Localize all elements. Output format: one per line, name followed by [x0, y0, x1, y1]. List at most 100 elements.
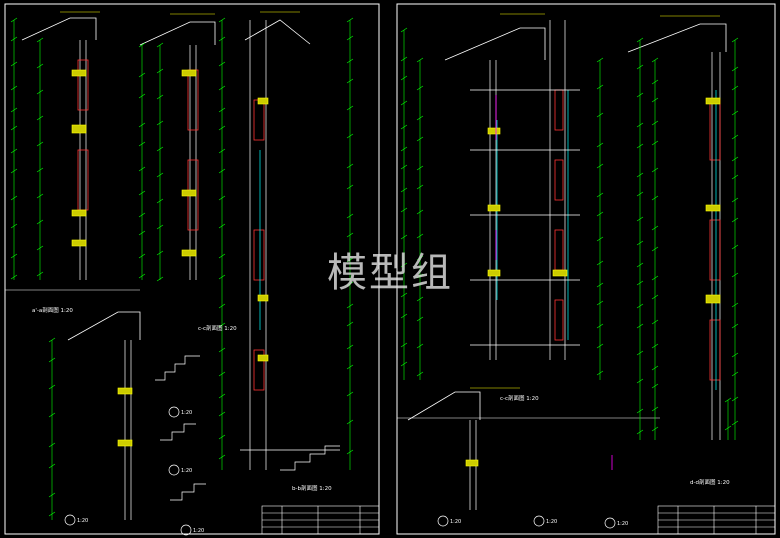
dimension-tick	[218, 17, 226, 23]
dimension-tick	[346, 449, 354, 455]
stair-details	[155, 355, 340, 501]
dimension-tick	[48, 357, 56, 363]
dimension-tick	[400, 27, 408, 33]
dimension-tick	[400, 146, 408, 152]
dimension-tick	[218, 411, 226, 417]
dimension-tick	[416, 209, 424, 215]
dimension-tick	[651, 426, 659, 432]
dimension-tick	[636, 323, 644, 329]
dimension-tick	[48, 492, 56, 498]
dimension-tick	[36, 271, 44, 277]
dimension-tick	[346, 58, 354, 64]
dimension-tick	[138, 230, 146, 236]
dimension-tick	[416, 115, 424, 121]
dimension-tick	[636, 262, 644, 268]
dimension-tick	[48, 511, 56, 517]
dimension-tick	[156, 68, 164, 74]
dimension-tick	[596, 300, 604, 306]
dimension-tick	[731, 217, 739, 223]
dimension-tick	[651, 79, 659, 85]
wall-lines	[79, 20, 721, 520]
dimension-tick	[731, 156, 739, 162]
label-detail-5: 1:20	[77, 518, 88, 524]
dimension-tick	[138, 166, 146, 172]
dimension-tick	[156, 42, 164, 48]
dimension-tick	[10, 195, 18, 201]
dimension-tick	[651, 120, 659, 126]
label-detail-2: 1:20	[181, 468, 192, 474]
dimension-tick	[636, 191, 644, 197]
dimension-tick	[596, 57, 604, 63]
dimension-tick	[731, 272, 739, 278]
dimension-tick	[48, 412, 56, 418]
label-left-top: a'-a剖面图 1:20	[32, 306, 73, 314]
dimension-tick	[10, 168, 18, 174]
dimension-tick	[10, 85, 18, 91]
leader-lines	[60, 11, 720, 389]
dimension-tick	[731, 244, 739, 250]
label-detail-1: 1:20	[181, 410, 192, 416]
dimension-tick	[400, 361, 408, 367]
dimension-tick	[651, 140, 659, 146]
dimension-tick	[156, 198, 164, 204]
dimension-tick	[346, 303, 354, 309]
dimension-tick	[10, 17, 18, 23]
dimension-tick	[400, 100, 408, 106]
dimension-tick	[36, 89, 44, 95]
dimension-tick	[416, 165, 424, 171]
dimension-tick	[218, 434, 226, 440]
accent-marks	[495, 95, 613, 470]
dimension-tick	[156, 172, 164, 178]
dimension-tick	[596, 142, 604, 148]
dimension-tick	[346, 232, 354, 238]
dimension-tick	[636, 350, 644, 356]
dimension-tick	[346, 184, 354, 190]
dimension-tick	[731, 66, 739, 72]
dimension-tick	[218, 371, 226, 377]
dimension-tick	[651, 246, 659, 252]
dimension-tick	[346, 391, 354, 397]
dimension-tick	[138, 253, 146, 259]
wall-hatch	[77, 59, 721, 391]
floor-slabs	[240, 89, 580, 451]
dimension-tick	[651, 294, 659, 300]
dimension-tick	[36, 141, 44, 147]
dimension-tick	[651, 343, 659, 349]
label-right-detail-2: 1:20	[546, 519, 557, 525]
dimension-tick	[10, 223, 18, 229]
dimension-tick	[346, 35, 354, 41]
dimension-tick	[731, 371, 739, 377]
dimension-tick	[636, 64, 644, 70]
dimension-tick	[48, 337, 56, 343]
dimension-tick	[416, 316, 424, 322]
dimension-tick	[596, 343, 604, 349]
dimension-tick	[156, 94, 164, 100]
dimension-tick	[218, 322, 226, 328]
dimension-tick	[596, 236, 604, 242]
dimension-tick	[400, 164, 408, 170]
dimension-tick	[346, 321, 354, 327]
dimension-tick	[636, 122, 644, 128]
dimension-tick	[400, 342, 408, 348]
dimension-tick	[400, 75, 408, 81]
dimension-tick	[636, 408, 644, 414]
dimension-tick	[416, 57, 424, 63]
dimension-tick	[651, 365, 659, 371]
dimension-tick	[636, 172, 644, 178]
dimension-tick	[36, 37, 44, 43]
label-right-detail-3: 1:20	[617, 521, 628, 527]
dimension-tick	[138, 273, 146, 279]
dimension-tick	[400, 313, 408, 319]
dimension-tick	[346, 364, 354, 370]
dimension-tick	[218, 274, 226, 280]
dimension-tick	[36, 193, 44, 199]
dimension-tick	[346, 163, 354, 169]
dimension-tick	[10, 61, 18, 67]
dimension-tick	[218, 36, 226, 42]
right-title-block	[657, 505, 776, 535]
dimension-tick	[218, 61, 226, 67]
dimension-tick	[731, 420, 739, 426]
dimension-tick	[651, 319, 659, 325]
dimension-tick	[731, 302, 739, 308]
dimension-tick	[731, 323, 739, 329]
